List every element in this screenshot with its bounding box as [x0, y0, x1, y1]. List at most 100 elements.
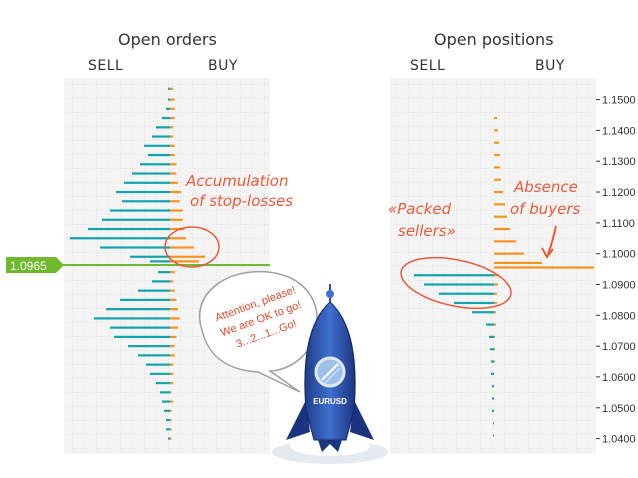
left-sell-bar-24 [106, 308, 170, 311]
price-tag: 1.0965 [6, 257, 64, 273]
right-grid [390, 78, 596, 454]
left-buy-bar-31 [170, 372, 174, 375]
right-annotation-left-line2: sellers» [398, 222, 456, 240]
left-sell-bar-1 [168, 98, 170, 101]
left-sell-bar-34 [162, 400, 170, 403]
left-chart-title: Open orders [118, 30, 217, 49]
left-sell-bar-32 [156, 382, 170, 385]
left-sell-bar-36 [166, 418, 170, 422]
left-sell-bar-3 [162, 116, 170, 120]
rocket-icon: EURUSD [272, 284, 388, 464]
left-buy-bar-18 [170, 255, 206, 258]
right-buy-bar-18 [494, 311, 496, 314]
right-buy-bar-22 [494, 360, 495, 363]
left-sell-bar-23 [120, 298, 170, 302]
right-sell-bar-22 [491, 360, 494, 363]
left-sell-bar-18 [130, 255, 170, 258]
left-buy-bar-19 [170, 260, 199, 263]
left-buy-bar-22 [170, 289, 175, 292]
left-buy-bar-8 [170, 163, 177, 166]
right-annotation-left-circle [400, 256, 512, 310]
y-tick-label-3: 1.1200 [602, 187, 636, 199]
left-buy-bar-20 [170, 271, 175, 274]
left-sell-bar-13 [110, 209, 170, 212]
left-buy-bar-33 [170, 391, 172, 394]
y-tick-label-2: 1.1300 [602, 156, 636, 168]
y-tick-label-4: 1.1100 [602, 218, 635, 230]
left-sell-bar-26 [110, 326, 170, 329]
left-buy-bar-10 [170, 181, 178, 184]
left-buy-bar-9 [170, 172, 177, 175]
left-sell-bar-2 [166, 107, 170, 110]
left-buy-bar-24 [170, 308, 178, 311]
right-buy-bar-16 [494, 292, 497, 295]
left-histogram [70, 87, 206, 440]
right-buy-bar-15 [494, 283, 498, 286]
right-buy-bar-9 [494, 227, 510, 231]
arrow-icon [541, 225, 557, 259]
left-buy-bar-3 [170, 116, 175, 120]
right-buy-bar-6 [494, 190, 503, 194]
left-sell-bar-27 [114, 335, 170, 338]
right-buy-label: BUY [535, 58, 565, 74]
left-sell-bar-17 [100, 246, 170, 249]
left-buy-bar-34 [170, 400, 174, 403]
left-sell-bar-4 [156, 126, 170, 129]
right-annotation-left-line1: «Packed [388, 200, 452, 218]
right-buy-bar-11 [494, 252, 524, 255]
left-sell-bar-30 [146, 363, 170, 366]
left-annotation-circle [164, 226, 220, 268]
left-sell-bar-21 [152, 280, 170, 283]
right-buy-bar-17 [494, 301, 497, 305]
right-buy-bar-12 [494, 261, 542, 265]
left-annotation-line1: Accumulation [185, 172, 288, 190]
left-sell-bar-8 [140, 163, 170, 166]
left-buy-bar-21 [170, 280, 174, 283]
left-buy-bar-25 [170, 317, 180, 320]
right-annotation-right-line1: Absence [513, 178, 578, 196]
left-buy-bar-29 [170, 354, 175, 357]
left-sell-bar-33 [160, 391, 170, 394]
right-sell-bar-27 [493, 422, 494, 425]
left-sell-bar-12 [122, 200, 170, 203]
left-sell-bar-0 [168, 87, 170, 90]
right-buy-bar-19 [494, 323, 496, 326]
right-buy-bar-21 [494, 348, 495, 351]
left-buy-bar-11 [170, 190, 182, 194]
right-buy-bar-10 [494, 240, 516, 243]
left-buy-bar-2 [170, 107, 175, 110]
left-buy-bar-1 [170, 98, 175, 101]
y-tick-label-10: 1.0500 [602, 403, 636, 415]
left-buy-bar-7 [170, 153, 175, 157]
right-sell-bar-19 [486, 323, 494, 326]
left-buy-bar-15 [170, 227, 185, 231]
left-buy-bar-23 [170, 298, 177, 302]
right-buy-bar-2 [494, 141, 499, 144]
right-sell-label: SELL [410, 58, 446, 74]
right-sell-bar-28 [493, 434, 494, 437]
right-sell-bar-21 [490, 348, 494, 351]
left-sell-bar-19 [150, 260, 170, 263]
right-annotation-right-line2: of buyers [510, 200, 581, 218]
right-buy-bar-13 [494, 266, 594, 269]
right-sell-bar-16 [439, 292, 494, 295]
left-sell-bar-11 [116, 190, 170, 194]
y-tick-label-8: 1.0700 [602, 341, 636, 353]
right-chart-title: Open positions [434, 30, 554, 49]
right-buy-bar-3 [494, 153, 500, 157]
left-sell-bar-6 [144, 144, 170, 147]
right-y-axis: 1.15001.14001.13001.12001.11001.10001.09… [596, 95, 636, 446]
right-sell-bar-25 [492, 397, 494, 400]
right-sell-bar-23 [491, 372, 494, 375]
left-sell-bar-31 [150, 372, 170, 375]
left-sell-bar-5 [152, 135, 170, 138]
left-buy-label: BUY [208, 58, 238, 74]
y-tick-label-1: 1.1400 [602, 125, 636, 137]
left-annotation-line2: of stop-losses [190, 192, 293, 210]
left-sell-bar-20 [158, 271, 170, 274]
left-sell-label: SELL [88, 58, 124, 74]
left-buy-bar-30 [170, 363, 174, 366]
y-tick-label-9: 1.0600 [602, 372, 636, 384]
y-tick-label-11: 1.0400 [602, 434, 636, 446]
